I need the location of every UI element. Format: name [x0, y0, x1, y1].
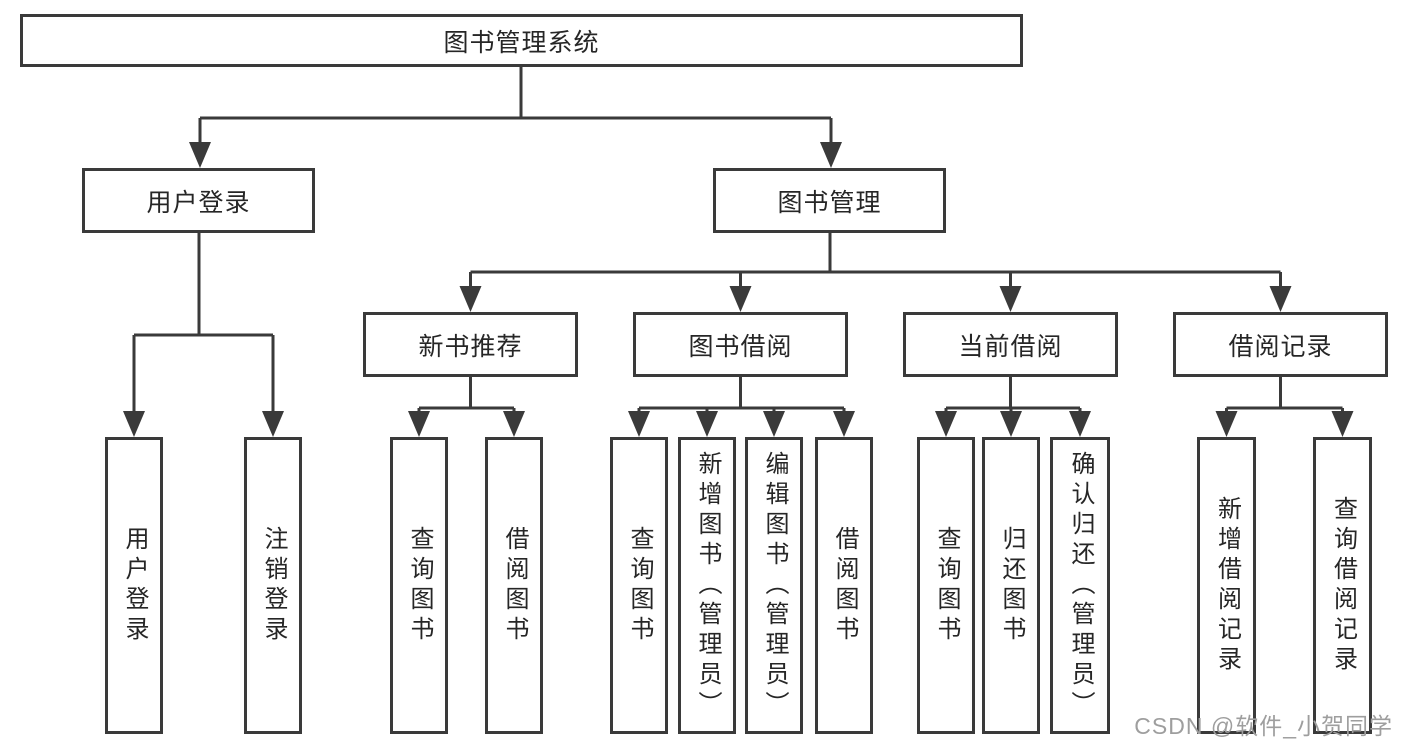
- node-new-book-recommend: 新书推荐: [363, 312, 578, 377]
- node-book-management: 图书管理: [713, 168, 946, 233]
- leaf-cb-query-books-label: 查询图书: [933, 525, 960, 646]
- leaf-br-add-record-label: 新增借阅记录: [1213, 495, 1241, 676]
- node-user-login-label: 用户登录: [146, 188, 251, 217]
- leaf-nb-query-books: 查询图书: [390, 437, 448, 734]
- csdn-watermark: CSDN @软件_小贺同学: [1134, 713, 1393, 739]
- leaf-br-query-record: 查询借阅记录: [1313, 437, 1372, 734]
- node-book-management-label: 图书管理: [777, 188, 882, 217]
- leaf-br-add-record: 新增借阅记录: [1197, 437, 1256, 734]
- leaf-cb-confirm-return-admin: 确认归还（管理员）: [1050, 437, 1110, 734]
- arrowhead: [820, 142, 842, 168]
- leaf-nb-borrow-books-label: 借阅图书: [501, 525, 528, 646]
- leaf-bb-query-books: 查询图书: [610, 437, 668, 734]
- node-borrow-records-label: 借阅记录: [1228, 332, 1333, 361]
- leaf-cb-confirm-return-admin-label: 确认归还（管理员）: [1067, 450, 1094, 721]
- node-current-borrow: 当前借阅: [903, 312, 1118, 377]
- connector-borrow-records-branch: [1215, 377, 1354, 437]
- leaf-bb-edit-books-admin-label: 编辑图书（管理员）: [761, 450, 788, 721]
- arrowhead: [1215, 411, 1238, 437]
- leaf-bb-borrow-books: 借阅图书: [815, 437, 873, 734]
- node-book-borrow-label: 图书借阅: [688, 332, 793, 361]
- arrowhead: [459, 286, 482, 312]
- leaf-bb-add-books-admin-label: 新增图书（管理员）: [694, 450, 721, 721]
- node-user-login: 用户登录: [82, 168, 315, 233]
- arrowhead: [935, 411, 957, 437]
- connector-current-borrow-branch: [935, 377, 1091, 437]
- arrowhead: [1000, 411, 1022, 437]
- node-current-borrow-label: 当前借阅: [958, 332, 1063, 361]
- arrowhead: [408, 411, 430, 437]
- connector-book-mgmt-branch: [459, 233, 1292, 312]
- arrowhead: [999, 286, 1022, 312]
- arrowhead: [729, 286, 752, 312]
- node-book-borrow: 图书借阅: [633, 312, 848, 377]
- leaf-user-login: 用户登录: [105, 437, 163, 734]
- node-root-label: 图书管理系统: [443, 28, 600, 57]
- leaf-bb-borrow-books-label: 借阅图书: [831, 525, 858, 646]
- leaf-bb-edit-books-admin: 编辑图书（管理员）: [745, 437, 803, 734]
- node-root: 图书管理系统: [20, 14, 1023, 67]
- connector-book-borrow-branch: [628, 377, 855, 437]
- connector-root-branch: [189, 67, 842, 168]
- arrowhead: [763, 411, 785, 437]
- arrowhead: [1069, 411, 1091, 437]
- leaf-nb-query-books-label: 查询图书: [406, 525, 433, 646]
- leaf-bb-add-books-admin: 新增图书（管理员）: [678, 437, 736, 734]
- arrowhead: [189, 142, 211, 168]
- connector-new-books-branch: [408, 377, 525, 437]
- arrowhead: [503, 411, 525, 437]
- leaf-cb-return-books-label: 归还图书: [998, 525, 1025, 646]
- leaf-br-query-record-label: 查询借阅记录: [1329, 495, 1357, 676]
- arrowhead: [123, 411, 145, 437]
- node-new-book-recommend-label: 新书推荐: [418, 332, 523, 361]
- arrowhead: [628, 411, 650, 437]
- arrowhead: [1331, 411, 1354, 437]
- leaf-logout-login-label: 注销登录: [260, 525, 287, 646]
- arrowhead: [262, 411, 284, 437]
- arrowhead: [1269, 286, 1292, 312]
- leaf-nb-borrow-books: 借阅图书: [485, 437, 543, 734]
- node-borrow-records: 借阅记录: [1173, 312, 1388, 377]
- arrowhead: [833, 411, 855, 437]
- leaf-cb-return-books: 归还图书: [982, 437, 1040, 734]
- leaf-cb-query-books: 查询图书: [917, 437, 975, 734]
- leaf-logout-login: 注销登录: [244, 437, 302, 734]
- leaf-user-login-label: 用户登录: [121, 525, 148, 646]
- connector-user-login-branch: [123, 233, 284, 437]
- leaf-bb-query-books-label: 查询图书: [626, 525, 653, 646]
- arrowhead: [696, 411, 718, 437]
